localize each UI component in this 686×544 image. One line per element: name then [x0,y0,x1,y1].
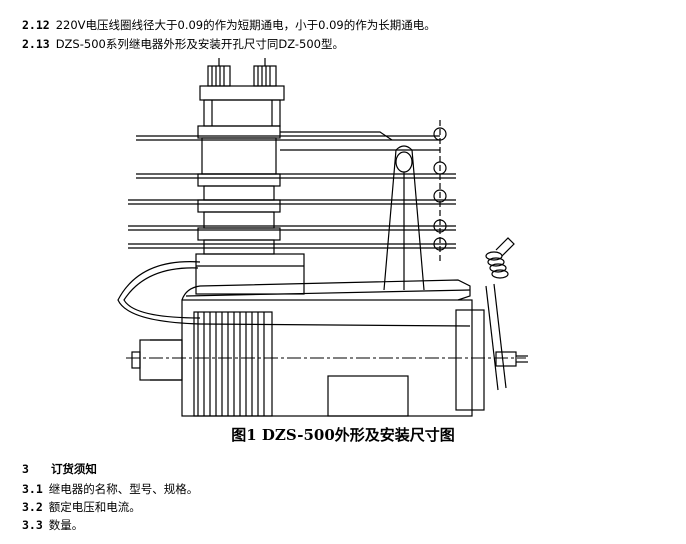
section-number: 3 [22,462,29,476]
top-terminal-nuts [199,58,285,127]
item-text: DZS-500系列继电器外形及安装开孔尺寸同DZ-500型。 [55,37,344,51]
figure-caption: 图1 DZS-500外形及安装尺寸图 [231,426,455,444]
wire-loop [117,261,471,327]
armature-bracket [181,145,471,301]
item-number: 2.13 [22,37,50,51]
item-number: 2.12 [22,18,50,32]
item-number: 3.1 [22,482,43,496]
section-title: 订货须知 [50,462,97,476]
ordering-heading: 3 订货须知 [22,462,97,476]
item-text: 220V电压线圈线径大于0.09的作为短期通电，小于0.09的作为长期通电。 [55,18,436,32]
right-contact-terminals [433,120,447,262]
item-text: 额定电压和电流。 [48,500,141,514]
item-number: 3.3 [22,518,43,532]
contact-plates [128,131,456,249]
item-text: 数量。 [48,518,84,532]
adjustment-spring [485,237,528,391]
spec-item-2-13: 2.13 DZS-500系列继电器外形及安装开孔尺寸同DZ-500型。 [22,37,344,51]
ordering-item-3-2: 3.2 额定电压和电流。 [22,500,141,514]
ordering-item-3-1: 3.1 继电器的名称、型号、规格。 [22,482,198,496]
item-number: 3.2 [22,500,43,514]
contact-stack-column [195,125,305,295]
ordering-item-3-3: 3.3 数量。 [22,518,83,532]
spec-item-2-12: 2.12 220V电压线圈线径大于0.09的作为短期通电，小于0.09的作为长期通… [22,18,436,32]
item-text: 继电器的名称、型号、规格。 [48,482,199,496]
